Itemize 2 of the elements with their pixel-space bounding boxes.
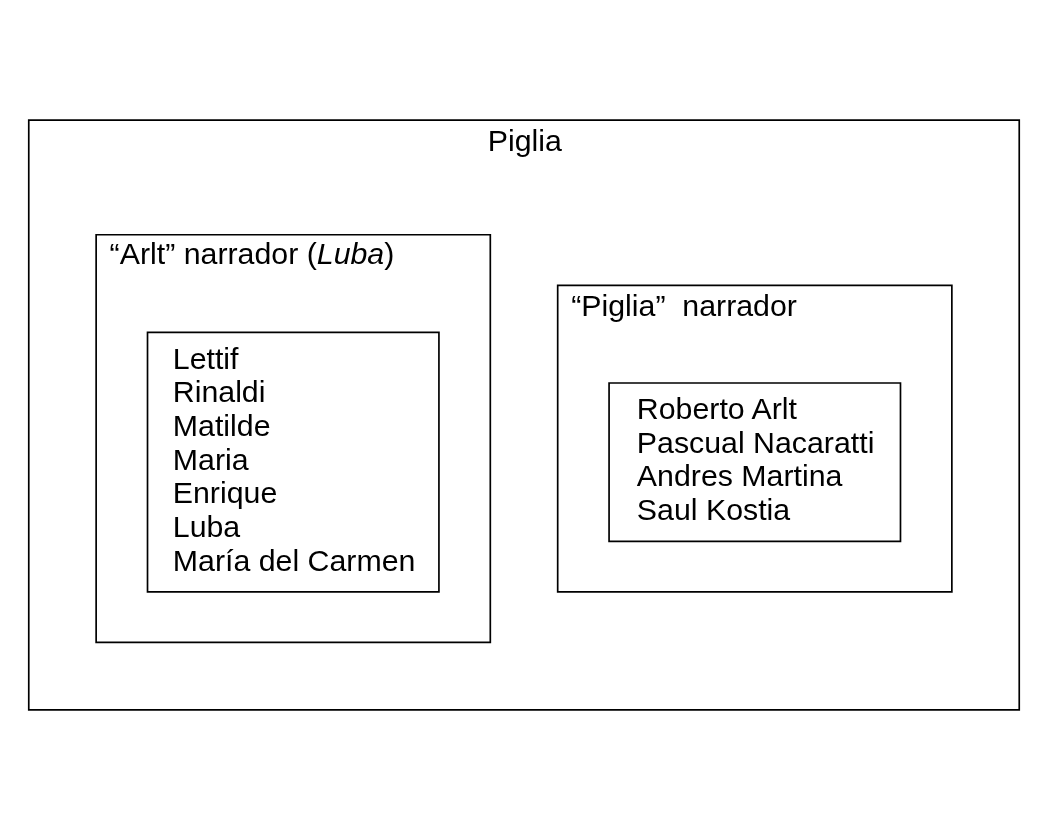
- node-box: Lettif Rinaldi Matilde Maria Enrique Luba María del Carmen: [146, 331, 440, 593]
- node-box: Roberto Arlt Pascual Nacaratti Andres Martina Saul Kostia: [608, 382, 902, 543]
